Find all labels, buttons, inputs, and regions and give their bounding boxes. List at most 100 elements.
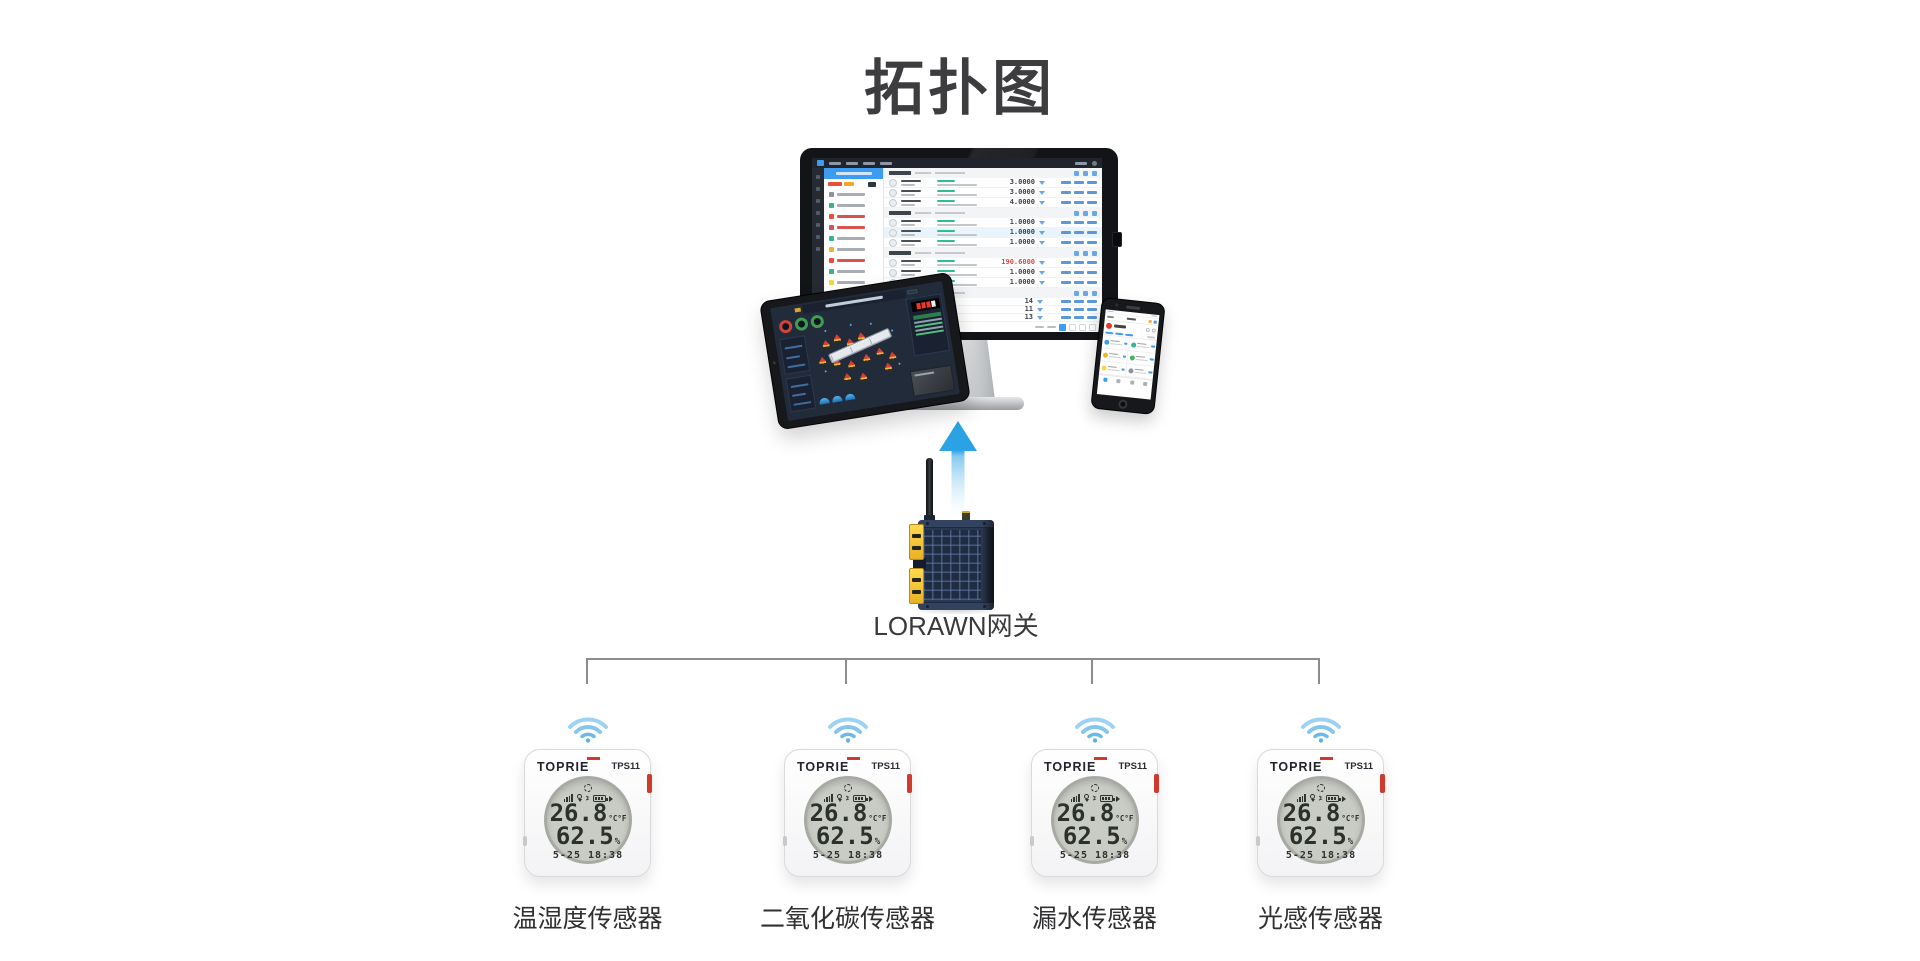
row-links (1061, 316, 1097, 319)
signal-icon (563, 794, 573, 802)
side-red-tab (907, 774, 912, 793)
lcd-status-icons (1054, 793, 1136, 802)
side-slot (1256, 836, 1260, 846)
location-icon (1309, 794, 1316, 802)
dark-badge (868, 181, 876, 187)
section-action-icon (1083, 290, 1088, 296)
tab-icon (1116, 378, 1121, 383)
device-value: 1.0000 (1009, 278, 1035, 286)
device-value: 13 (1024, 313, 1033, 321)
section-action-icon (1092, 170, 1097, 176)
section-header (884, 168, 1102, 178)
nav-menu-placeholder (880, 161, 892, 165)
nav-menu-placeholder (863, 161, 875, 165)
header-control (907, 289, 918, 295)
nav-menu-placeholder (846, 161, 858, 165)
chart-line-placeholder (791, 392, 807, 397)
device-value: 11 (1024, 305, 1033, 313)
wifi-signal-icon (567, 717, 608, 743)
circle-icon (1151, 327, 1157, 333)
camera-icon (772, 361, 776, 365)
chevron-down-icon (1039, 200, 1045, 205)
device-value: 1.0000 (1009, 228, 1035, 236)
chart-panel (779, 335, 811, 375)
sensor-temperature-humidity: TOPRIE TPS11 26.8°C°F 62.5% 5-25 18:38 温… (512, 703, 663, 935)
charge-icon (1115, 796, 1120, 802)
battery-icon (592, 795, 608, 802)
settings-icon (1091, 784, 1099, 792)
sidebar-item (824, 211, 883, 222)
side-red-tab (1154, 774, 1159, 793)
device-icon (889, 258, 897, 267)
brand-logo: TOPRIE (1270, 760, 1323, 774)
lcd-display: 26.8°C°F 62.5% 5-25 18:38 (1051, 776, 1139, 864)
usb-dongle (1112, 232, 1122, 247)
device-row: 4.0000 (884, 198, 1102, 208)
gauge-red (778, 319, 794, 335)
scene-dot (898, 362, 901, 365)
item-label-placeholder (837, 259, 865, 262)
terminal-connector (913, 558, 926, 570)
blue-gauges (818, 393, 856, 405)
temperature-readout: 26.8°C°F (549, 799, 627, 827)
scene-dot (824, 370, 827, 373)
item-label-placeholder (837, 248, 865, 251)
tab-icon (1102, 377, 1108, 382)
brand-logo: TOPRIE (797, 760, 850, 774)
sensor-label: 漏水传感器 (1031, 905, 1158, 933)
chart-line-placeholder (784, 344, 803, 350)
sidebar-item (824, 200, 883, 211)
pump-marker (822, 340, 830, 350)
gear-icon (1092, 160, 1097, 166)
brand-red-mark (1094, 757, 1107, 760)
model-number: TPS11 (871, 761, 900, 772)
datetime-readout: 5-25 18:38 (1285, 849, 1357, 861)
device-icon (889, 238, 897, 247)
screw-icon (926, 522, 929, 525)
screw-icon (983, 522, 986, 525)
location-icon (1083, 794, 1090, 802)
section-action-icon (1092, 210, 1097, 216)
sensor-body: TOPRIE TPS11 26.8°C°F 62.5% 5-25 18:38 (523, 749, 652, 877)
strip-icon (816, 175, 820, 179)
pagination (884, 322, 1102, 332)
row-links (1061, 181, 1097, 184)
pump-marker (859, 372, 867, 382)
row-links (1061, 281, 1097, 284)
location-icon (836, 794, 843, 802)
header-badge (794, 307, 802, 313)
battery-icon (1325, 795, 1341, 802)
pump-marker (876, 347, 884, 357)
train-model (827, 327, 893, 364)
side-slot (523, 836, 527, 846)
scene-dot (849, 323, 852, 327)
sidebar-header (824, 168, 883, 179)
device-value: 1.0000 (1009, 238, 1035, 246)
model-number: TPS11 (1118, 761, 1147, 772)
item-label-placeholder (837, 281, 865, 284)
section-action-icon (1083, 250, 1088, 256)
page-info-placeholder (1047, 325, 1056, 329)
page-number (1079, 323, 1086, 331)
page-info-placeholder (1035, 325, 1044, 329)
section-action-icon (1074, 210, 1079, 216)
lcd-display: 26.8°C°F 62.5% 5-25 18:38 (804, 776, 892, 864)
drop-line (1318, 658, 1320, 684)
sensor-body: TOPRIE TPS11 26.8°C°F 62.5% 5-25 18:38 (1030, 749, 1159, 877)
phone-device (1090, 296, 1166, 416)
signal-icon (1070, 794, 1080, 802)
gateway-top-rail (918, 520, 994, 528)
row-links (1061, 191, 1097, 194)
charge-icon (1341, 796, 1346, 802)
pump-marker (884, 362, 892, 372)
sensor-label: 二氧化碳传感器 (759, 905, 936, 933)
settings-icon (844, 784, 852, 792)
sidebar-item (824, 255, 883, 266)
wifi-signal-icon (1074, 717, 1115, 743)
model-number: TPS11 (1344, 761, 1373, 772)
section-header (884, 208, 1102, 218)
device-value: 4.0000 (1009, 198, 1035, 206)
brand-red-mark (847, 757, 860, 760)
side-slot (783, 836, 787, 846)
